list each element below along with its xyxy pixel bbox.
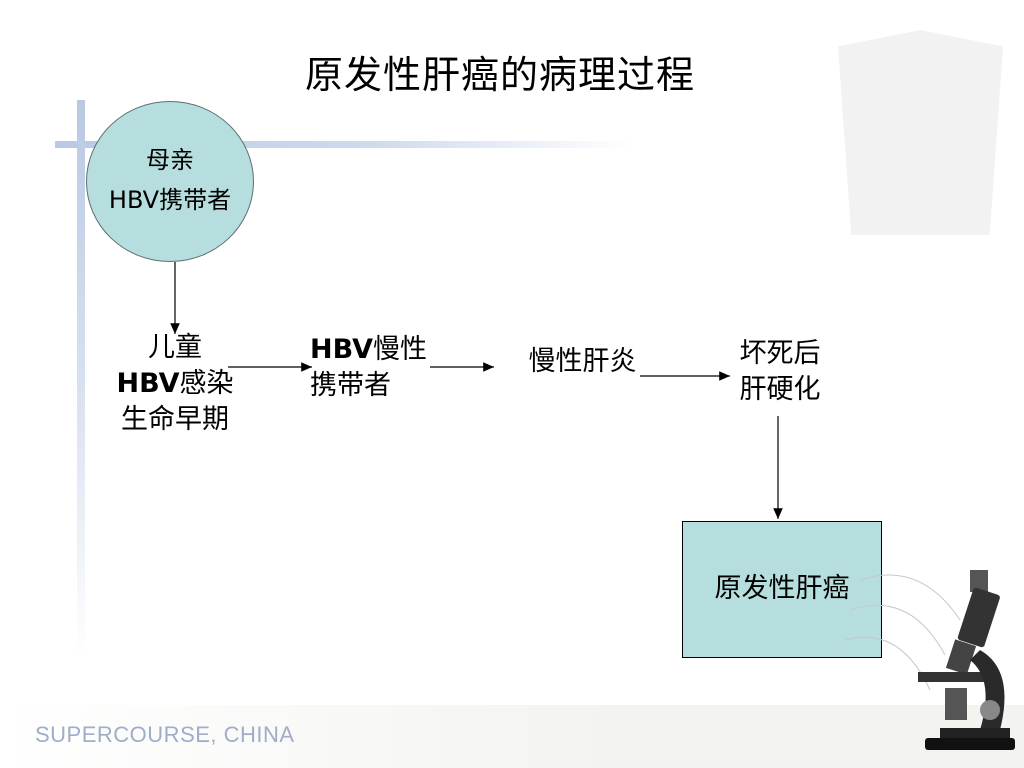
hepatitis-line1: 慢性肝炎 <box>528 346 637 377</box>
child-line2: HBV感染 <box>100 366 250 402</box>
decor-horizontal-bar <box>55 141 635 148</box>
page-title: 原发性肝癌的病理过程 <box>304 53 695 97</box>
decor-bottom-band <box>0 705 1024 768</box>
footer-brand: SUPERCOURSE, CHINA <box>35 722 295 747</box>
watermark-logo <box>838 30 1003 235</box>
child-line3: 生命早期 <box>121 404 229 435</box>
child-node: 儿童 HBV感染 生命早期 <box>100 330 250 438</box>
carrier-line1-bold: HBV <box>310 334 373 365</box>
cirrhosis-line2: 肝硬化 <box>739 374 821 405</box>
chronic-carrier-node: HBV慢性 携带者 <box>310 332 460 404</box>
liver-cancer-text: 原发性肝癌 <box>714 573 850 604</box>
mother-node-circle <box>86 101 254 262</box>
mother-node-text: 母亲 HBV携带者 <box>80 140 260 220</box>
child-line2-bold: HBV <box>116 368 180 399</box>
cirrhosis-line1: 坏死后 <box>739 338 821 369</box>
child-line2-rest: 感染 <box>179 368 234 399</box>
carrier-line1: HBV慢性 <box>310 332 460 368</box>
cirrhosis-node: 坏死后 肝硬化 <box>715 336 845 408</box>
chronic-hepatitis-node: 慢性肝炎 <box>510 344 655 380</box>
microscope-icon <box>844 570 1015 750</box>
carrier-line1-rest: 慢性 <box>372 334 427 365</box>
liver-cancer-box <box>682 521 882 658</box>
mother-line1: 母亲 <box>146 146 194 174</box>
child-line1: 儿童 <box>148 332 202 363</box>
decor-vertical-bar <box>77 100 85 660</box>
mother-line2: HBV携带者 <box>108 186 232 214</box>
carrier-line2: 携带者 <box>310 370 391 401</box>
